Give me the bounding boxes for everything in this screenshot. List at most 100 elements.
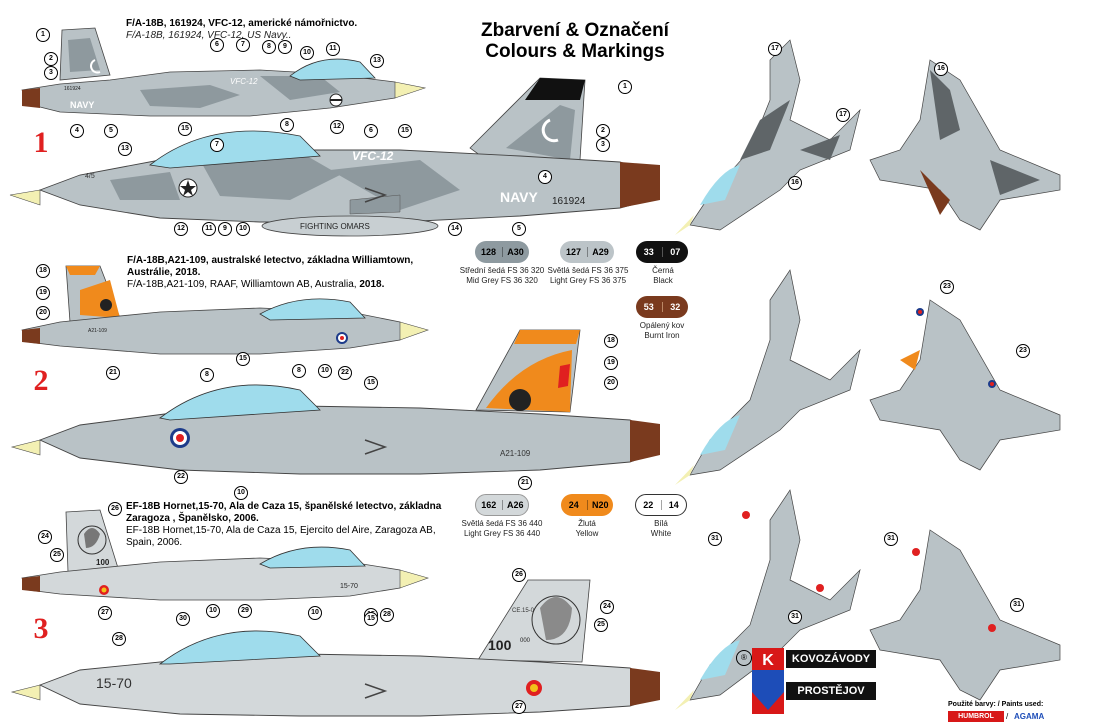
callout: 23 <box>940 280 954 294</box>
scheme-1-caption-en: F/A-18B, 161924, VFC-12, US Navy.. <box>126 30 292 41</box>
s1-side-serial: 161924 <box>552 196 586 207</box>
scheme-2-caption-en: F/A-18B,A21-109, RAAF, Williamtown AB, A… <box>127 279 360 290</box>
plan-view-s3-bottom <box>675 489 861 710</box>
callout: 8 <box>200 368 214 382</box>
callout: 1 <box>36 28 50 42</box>
callout: 22 <box>338 366 352 380</box>
callout: 8 <box>280 118 294 132</box>
title-cz: Zbarvení & Označení <box>481 20 669 41</box>
callout: 18 <box>604 334 618 348</box>
callout: 22 <box>174 470 188 484</box>
callout: 4 <box>70 124 84 138</box>
callout: 5 <box>104 124 118 138</box>
callout: 10 <box>234 486 248 500</box>
callout: 6 <box>210 38 224 52</box>
callout: 24 <box>38 530 52 544</box>
callout: 20 <box>604 376 618 390</box>
s3-side-badge-sup: 000 <box>520 638 531 644</box>
callout: 31 <box>708 532 722 546</box>
plan-view-s2-bottom <box>675 269 861 485</box>
callout: 31 <box>1010 598 1024 612</box>
callout: 4 <box>538 170 552 184</box>
callout: 15 <box>236 352 250 366</box>
scheme-3-caption-cz: EF-18B Hornet,15-70, Ala de Caza 15, špa… <box>126 501 442 524</box>
registered-mark: ® <box>736 650 752 666</box>
callout: 26 <box>512 568 526 582</box>
callout: 26 <box>108 502 122 516</box>
paint-brand-separator: / <box>1006 712 1009 721</box>
plan-view-s1-top <box>869 59 1061 231</box>
s3-side-badge: 100 <box>488 637 512 653</box>
scheme-3-caption-en: EF-18B Hornet,15-70, Ala de Caza 15, Eje… <box>126 525 436 548</box>
scheme-3-caption: EF-18B Hornet,15-70, Ala de Caza 15, špa… <box>126 501 456 549</box>
callout: 10 <box>318 364 332 378</box>
scheme-1-upper-profile: VFC-12 NAVY 161924 <box>21 27 427 117</box>
callout: 10 <box>206 604 220 618</box>
callout: 13 <box>118 142 132 156</box>
s1-top-navy: NAVY <box>70 100 94 110</box>
callout: 13 <box>370 54 384 68</box>
callout: 10 <box>236 222 250 236</box>
callout: 27 <box>98 606 112 620</box>
callout: 1 <box>618 80 632 94</box>
callout: 2 <box>596 124 610 138</box>
callout: 25 <box>594 618 608 632</box>
callout: 9 <box>218 222 232 236</box>
paint-brand-1: HUMBROL <box>948 711 1004 722</box>
callout: 6 <box>364 124 378 138</box>
scheme-3-side-profile: 100 000 CE.15-0 15-70 <box>10 579 660 717</box>
scheme-2-side-profile: A21-109 <box>10 329 660 475</box>
callout: 16 <box>934 62 948 76</box>
callout: 5 <box>512 222 526 236</box>
callout: 30 <box>176 612 190 626</box>
scheme-1-caption-cz: F/A-18B, 161924, VFC-12, americké námořn… <box>126 18 358 29</box>
paints-used-label: Použité barvy: / Paints used: <box>948 701 1044 708</box>
callout: 7 <box>236 38 250 52</box>
s1-top-serial: 161924 <box>64 86 81 92</box>
callout: 21 <box>106 366 120 380</box>
paint-brand-2: AGAMA <box>1014 712 1045 721</box>
callout: 7 <box>210 138 224 152</box>
callout: 10 <box>300 46 314 60</box>
scheme-1-caption: F/A-18B, 161924, VFC-12, americké námořn… <box>126 18 426 42</box>
s1-side-modex: 4/5 <box>85 173 95 180</box>
scheme-3-upper-profile: 100 15-70 <box>21 509 429 601</box>
callout: 17 <box>768 42 782 56</box>
callout: 28 <box>112 632 126 646</box>
callout: 14 <box>448 222 462 236</box>
callout: 15 <box>364 376 378 390</box>
callout: 8 <box>292 364 306 378</box>
scheme-2-number: 2 <box>33 364 49 397</box>
callout: 23 <box>1016 344 1030 358</box>
scheme-2-caption: F/A-18B,A21-109, australské letectvo, zá… <box>127 255 447 291</box>
callout: 29 <box>238 604 252 618</box>
s2-side-serial: A21-109 <box>500 449 531 458</box>
callout: 21 <box>518 476 532 490</box>
scheme-1-side-profile: FIGHTING OMARS VFC-12 NAVY 161924 4/5 <box>9 77 660 237</box>
callout: 19 <box>36 286 50 300</box>
callout: 15 <box>364 612 378 626</box>
callout: 27 <box>512 700 526 714</box>
callout: 3 <box>44 66 58 80</box>
plan-view-s1-bottom <box>675 39 861 235</box>
s3-top-badge: 100 <box>96 558 110 567</box>
callout: 25 <box>50 548 64 562</box>
plan-view-s3-top <box>869 529 1061 701</box>
title-en: Colours & Markings <box>485 41 665 62</box>
callout: 31 <box>788 610 802 624</box>
callout: 8 <box>262 40 276 54</box>
